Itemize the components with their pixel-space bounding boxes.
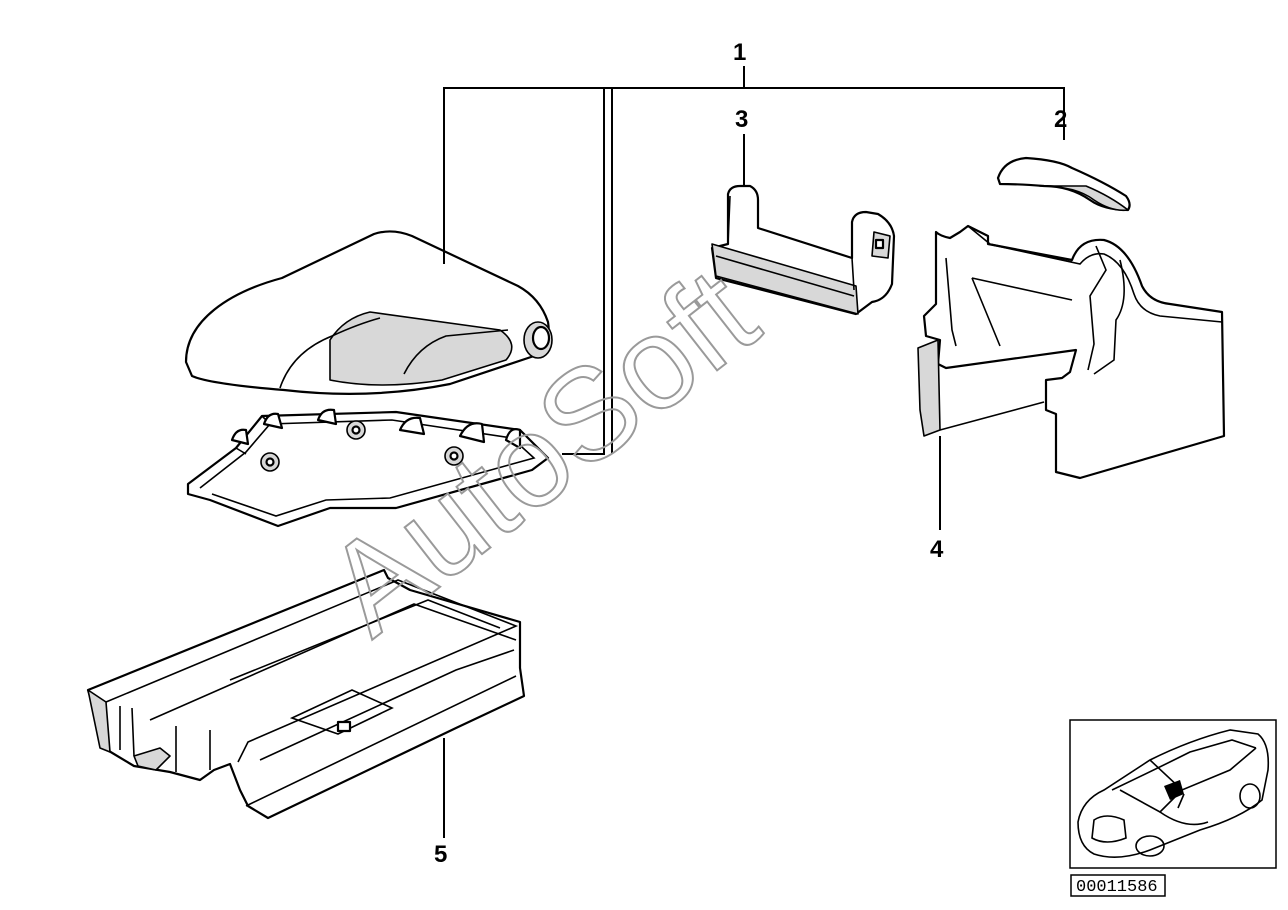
callout-5: 5 — [434, 841, 447, 868]
storage-tray[interactable] — [86, 568, 526, 820]
callout-4: 4 — [930, 536, 944, 563]
armrest-cover[interactable] — [184, 230, 553, 395]
callout-1: 1 — [733, 39, 746, 66]
reference-number-box: 00011586 — [1070, 874, 1166, 897]
callout-2: 2 — [1054, 106, 1067, 133]
car-location-icon — [1077, 729, 1270, 858]
armrest-hinge-plate[interactable] — [186, 408, 550, 528]
callout-3: 3 — [735, 106, 748, 133]
side-carrier[interactable] — [917, 224, 1226, 480]
cap-cover[interactable] — [996, 156, 1131, 212]
reference-number: 00011586 — [1076, 878, 1158, 897]
car-location-thumbnail — [1069, 719, 1277, 869]
leader-lines — [443, 66, 1065, 838]
hinge-bracket[interactable] — [710, 184, 896, 316]
